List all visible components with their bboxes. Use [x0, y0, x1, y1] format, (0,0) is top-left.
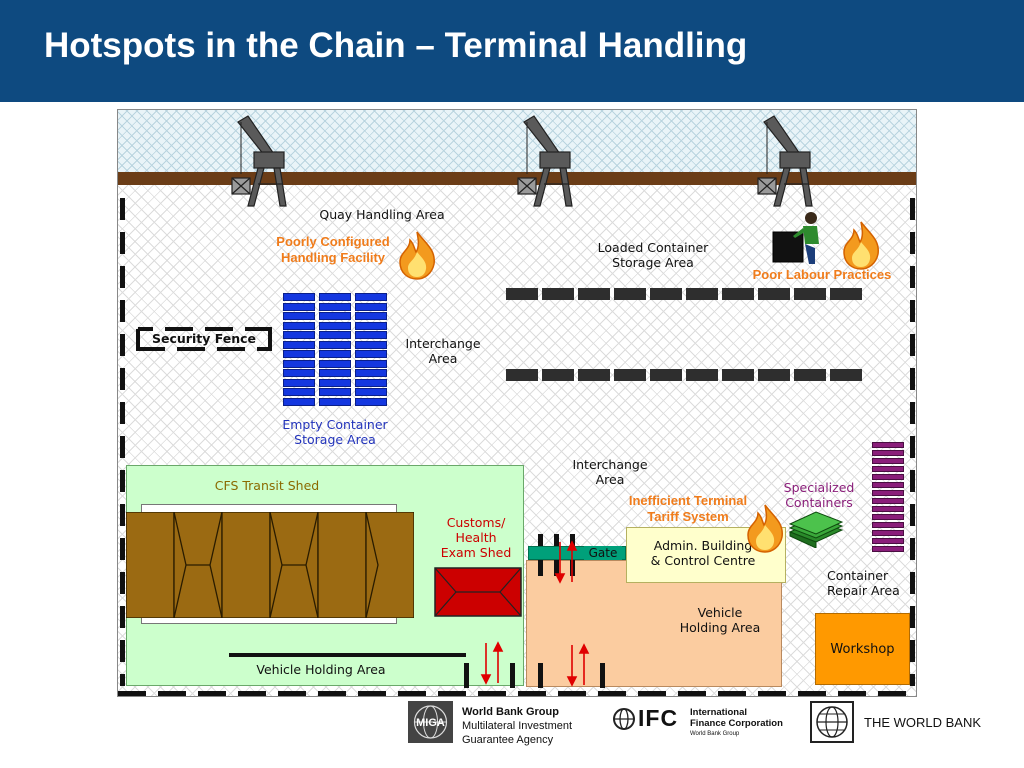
miga-logo-text: MIGA — [416, 717, 445, 729]
ifc-name-line2: Finance Corporation — [690, 718, 783, 729]
customs-shed-label: Customs/ Health Exam Shed — [440, 515, 512, 560]
ifc-logo-text: IFC — [638, 705, 679, 731]
miga-name-line1: World Bank Group — [462, 706, 559, 718]
globe-icon: MIGA — [413, 705, 448, 739]
crane-icon — [517, 115, 573, 207]
security-fence-bottom — [118, 691, 916, 696]
crane-icon — [231, 115, 287, 207]
fire-icon — [399, 231, 435, 280]
ifc-name-line1: International — [690, 707, 748, 718]
money-icon — [788, 511, 844, 548]
hotspot-handling-facility: Poorly Configured Handling Facility — [276, 234, 390, 265]
slide-header: Hotspots in the Chain – Terminal Handlin… — [0, 0, 1024, 102]
crane-icon — [757, 115, 813, 207]
fire-icon — [747, 504, 783, 553]
arrow-icon — [480, 641, 504, 685]
miga-name-line3: Guarantee Agency — [462, 734, 554, 746]
gate-post — [600, 663, 605, 688]
worker-icon — [772, 212, 819, 264]
admin-building-label: Admin. Building & Control Centre — [650, 538, 756, 568]
empty-storage-label: Empty Container Storage Area — [282, 417, 388, 447]
security-fence-icon — [136, 327, 272, 351]
fire-icon — [843, 221, 879, 270]
security-fence-left — [120, 198, 125, 686]
security-fence-right — [910, 198, 915, 686]
interchange-area-label: Interchange Area — [405, 336, 481, 366]
empty-container-block — [283, 293, 387, 406]
vehicle-holding-left-label: Vehicle Holding Area — [256, 662, 386, 677]
customs-exam-shed — [434, 567, 522, 617]
globe-icon — [816, 706, 848, 738]
container-repair-label: Container Repair Area — [827, 568, 900, 598]
workshop: Workshop — [815, 613, 910, 685]
gate-post — [538, 663, 543, 688]
gate-post — [464, 663, 469, 688]
security-fence-label: Security Fence — [151, 331, 256, 346]
footer-logos: MIGA World Bank Group Multilateral Inves… — [0, 697, 1024, 768]
arrow-icon — [566, 643, 590, 687]
vehicle-holding-barrier — [229, 653, 466, 657]
terminal-layout-diagram: Quay Handling Area Poorly Configured Han… — [117, 109, 917, 697]
gate-post — [510, 663, 515, 688]
slide-title: Hotspots in the Chain – Terminal Handlin… — [44, 26, 748, 65]
miga-logo: MIGA — [408, 701, 453, 743]
miga-name-line2: Multilateral Investment — [462, 720, 573, 732]
loaded-storage-label: Loaded Container Storage Area — [597, 240, 709, 270]
hotspot-labour: Poor Labour Practices — [752, 267, 892, 282]
loaded-container-block-top — [506, 288, 862, 300]
cfs-shed-roof — [126, 512, 414, 618]
miga-name: World Bank Group Multilateral Investment… — [462, 705, 572, 747]
arrow-icon — [554, 540, 578, 584]
ifc-globe-icon — [613, 708, 635, 730]
specialized-containers-label: Specialized Containers — [783, 480, 855, 510]
cfs-transit-shed-label: CFS Transit Shed — [214, 478, 320, 493]
loaded-container-block-bottom — [506, 369, 862, 381]
hotspot-tariff: Inefficient Terminal Tariff System — [628, 493, 748, 524]
world-bank-name: THE WORLD BANK — [864, 715, 982, 730]
world-bank-logo — [810, 701, 854, 743]
ifc-name: International Finance Corporation World … — [690, 707, 783, 740]
specialized-container-stack — [872, 442, 904, 552]
vehicle-holding-right-label: Vehicle Holding Area — [679, 605, 761, 635]
interchange-area-label-2: Interchange Area — [572, 457, 648, 487]
gate-label: Gate — [584, 546, 622, 560]
quay-handling-label: Quay Handling Area — [319, 207, 445, 222]
quay-edge — [118, 172, 916, 185]
ifc-sub-label: World Bank Group — [690, 731, 740, 737]
